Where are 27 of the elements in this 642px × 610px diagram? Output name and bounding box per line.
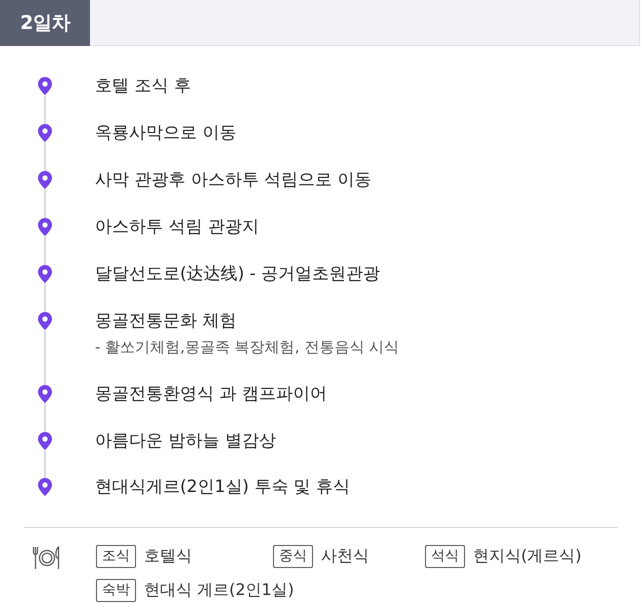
meal-detail: 현지식(게르식): [473, 546, 582, 567]
timeline-line: [44, 283, 46, 312]
timeline-line: [44, 403, 46, 432]
timeline-line: [44, 142, 46, 171]
itinerary-step: 몽골전통문화 체험: [95, 312, 236, 330]
itinerary-step: 달달선도로(达达线) - 공거얼초원관광: [95, 265, 380, 283]
day-heading: 2일차: [0, 0, 90, 46]
itinerary-step: 아스하투 석림 관광지: [95, 218, 259, 236]
category-tag: 석식: [425, 545, 465, 568]
category-tag: 중식: [273, 545, 313, 568]
category-tag: 숙박: [96, 579, 136, 602]
itinerary-step: 현대식게르(2인1실) 투숙 및 휴식: [95, 478, 350, 496]
itinerary-step: 옥룡사막으로 이동: [95, 124, 236, 142]
itinerary-step: 호텔 조식 후: [95, 77, 191, 95]
itinerary-step: 아름다운 밤하늘 별감상: [95, 432, 276, 450]
timeline-line: [44, 450, 46, 478]
meal-detail: 현대식 게르(2인1실): [144, 580, 294, 601]
timeline-line: [44, 236, 46, 265]
step-detail: - 활쏘기체험,몽골족 복장체험, 전통음식 시식: [95, 339, 400, 355]
itinerary-step: 몽골전통환영식 과 캠프파이어: [95, 385, 327, 403]
meal-detail: 호텔식: [144, 546, 192, 567]
meal-detail: 사천식: [321, 546, 369, 567]
timeline-line: [44, 189, 46, 218]
category-tag: 조식: [96, 545, 136, 568]
timeline-line: [44, 330, 46, 385]
timeline-line: [44, 95, 46, 124]
itinerary-step: 사막 관광후 아스하투 석림으로 이동: [95, 171, 372, 189]
